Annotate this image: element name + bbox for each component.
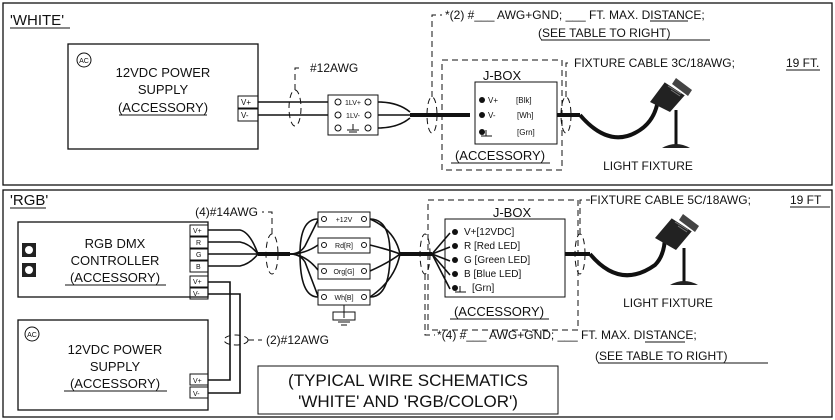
svg-text:1LV+: 1LV+ bbox=[345, 100, 361, 107]
rgb-light-fixture-icon bbox=[655, 214, 699, 285]
svg-text:V+[12VDC]: V+[12VDC] bbox=[464, 227, 515, 238]
svg-text:[Grn]: [Grn] bbox=[472, 283, 494, 294]
white-section-frame bbox=[2, 2, 833, 186]
rgb-jbox-accessory: (ACCESSORY) bbox=[454, 304, 544, 319]
svg-text:V+: V+ bbox=[193, 228, 202, 235]
svg-text:V-: V- bbox=[488, 111, 496, 120]
svg-text:V+: V+ bbox=[193, 378, 202, 385]
typical-caption-box bbox=[257, 365, 559, 415]
rgb-controller-line3: (ACCESSORY) bbox=[70, 270, 160, 285]
white-wire-label: #12AWG bbox=[310, 61, 358, 75]
svg-text:G: G bbox=[196, 252, 201, 259]
svg-text:[Grn]: [Grn] bbox=[517, 128, 535, 137]
rgb-wire-label: (4)#14AWG bbox=[195, 205, 258, 219]
white-section-title: 'WHITE' bbox=[10, 12, 64, 29]
svg-text:R [Red LED]: R [Red LED] bbox=[464, 241, 520, 252]
rgb-distance-note: *(4) #___ AWG+GND; ___ FT. MAX. DISTANCE… bbox=[437, 328, 697, 342]
svg-text:Rd[R]: Rd[R] bbox=[335, 243, 353, 250]
rgb-controller-line1: RGB DMX bbox=[85, 236, 146, 251]
white-fixture-length: 19 FT. bbox=[786, 56, 819, 70]
rgb-section-title: 'RGB' bbox=[10, 192, 48, 209]
svg-text:V-: V- bbox=[193, 391, 200, 398]
typical-caption-line2: 'WHITE' AND 'RGB/COLOR') bbox=[298, 392, 518, 411]
white-fixture-label: LIGHT FIXTURE bbox=[603, 159, 693, 173]
white-light-fixture-icon bbox=[650, 78, 692, 148]
svg-text:R: R bbox=[196, 240, 201, 247]
svg-text:G [Green LED]: G [Green LED] bbox=[464, 255, 530, 266]
white-ps-line2: SUPPLY bbox=[138, 82, 189, 97]
rgb-fixture-cable: FIXTURE CABLE 5C/18AWG; bbox=[590, 193, 751, 207]
ac-icon bbox=[24, 326, 40, 342]
rgb-terminal-green bbox=[317, 263, 371, 280]
dmx-port-icon bbox=[22, 243, 36, 277]
white-ps-line1: 12VDC POWER bbox=[116, 65, 211, 80]
svg-text:V-: V- bbox=[241, 111, 249, 120]
rgb-fixture-label: LIGHT FIXTURE bbox=[623, 296, 713, 310]
rgb-power-supply bbox=[17, 319, 209, 411]
svg-text:[Blk]: [Blk] bbox=[516, 96, 532, 105]
rgb-ps-line1: 12VDC POWER bbox=[68, 342, 163, 357]
rgb-ps-line2: SUPPLY bbox=[90, 359, 141, 374]
svg-text:Org[G]: Org[G] bbox=[333, 269, 354, 276]
rgb-ps-line3: (ACCESSORY) bbox=[70, 376, 160, 391]
svg-text:V+: V+ bbox=[241, 98, 251, 107]
rgb-jbox bbox=[427, 199, 579, 331]
svg-text:V+: V+ bbox=[193, 279, 202, 286]
typical-caption-line1: (TYPICAL WIRE SCHEMATICS bbox=[288, 371, 528, 390]
rgb-table-ref: (SEE TABLE TO RIGHT) bbox=[595, 349, 727, 363]
svg-text:AC: AC bbox=[27, 332, 37, 339]
white-jbox-accessory: (ACCESSORY) bbox=[455, 148, 545, 163]
svg-text:1LV-: 1LV- bbox=[346, 113, 361, 120]
rgb-section-frame bbox=[2, 189, 833, 418]
rgb-fixture-length: 19 FT bbox=[790, 193, 822, 207]
rgb-controller-line2: CONTROLLER bbox=[71, 253, 160, 268]
white-jbox-title: J-BOX bbox=[483, 68, 522, 83]
svg-text:+12V: +12V bbox=[336, 217, 353, 224]
rgb-jbox-title: J-BOX bbox=[493, 205, 532, 220]
white-distance-note: *(2) #___ AWG+GND; ___ FT. MAX. DISTANCE… bbox=[445, 8, 705, 22]
white-table-ref: (SEE TABLE TO RIGHT) bbox=[538, 26, 670, 40]
svg-text:[Wh]: [Wh] bbox=[517, 111, 533, 120]
svg-text:B: B bbox=[196, 264, 201, 271]
svg-text:AC: AC bbox=[79, 58, 89, 65]
svg-text:V-: V- bbox=[193, 291, 200, 298]
ac-icon bbox=[76, 52, 92, 68]
rgb-power-wire-label: (2)#12AWG bbox=[266, 333, 329, 347]
rgb-power-wire-marker bbox=[223, 334, 249, 346]
svg-text:B [Blue LED]: B [Blue LED] bbox=[464, 269, 521, 280]
white-ps-line3: (ACCESSORY) bbox=[118, 100, 208, 115]
white-wire-marker bbox=[288, 89, 302, 127]
white-fixture-cable: FIXTURE CABLE 3C/18AWG; bbox=[574, 56, 735, 70]
svg-text:V+: V+ bbox=[488, 96, 498, 105]
svg-text:Wh[B]: Wh[B] bbox=[334, 295, 353, 302]
